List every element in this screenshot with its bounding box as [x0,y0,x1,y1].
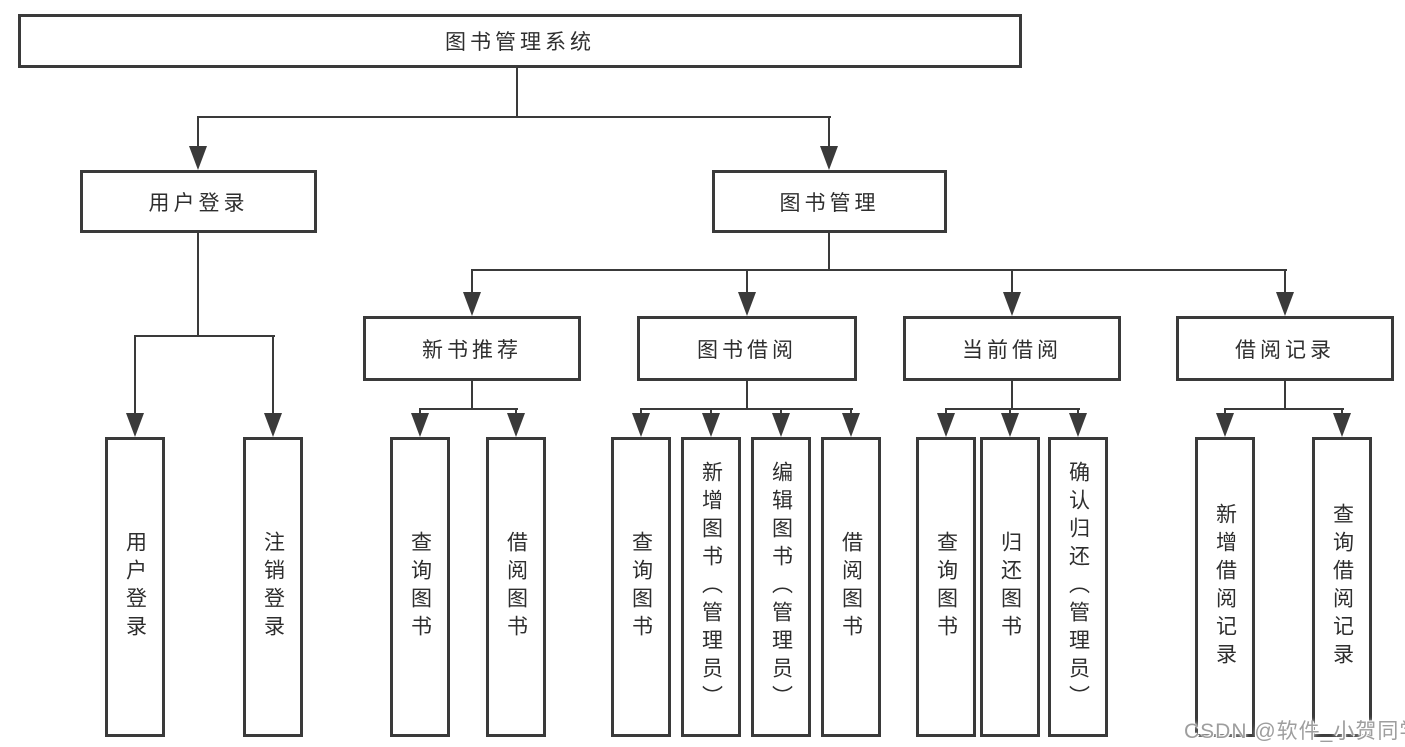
connector-stem [1284,269,1286,295]
arrowhead-down-icon [1276,292,1294,316]
leaf-borrow-books-borrowing: 借阅图书 [821,437,881,737]
arrowhead-down-icon [738,292,756,316]
connector-stem [1284,381,1286,410]
connector-stem [1011,269,1013,295]
connector-stem [1341,408,1343,416]
arrowhead-down-icon [463,292,481,316]
arrowhead-down-icon [772,413,790,437]
arrowhead-down-icon [1003,292,1021,316]
connector-stem [828,233,830,271]
arrowhead-down-icon [411,413,429,437]
connector-stem [134,335,136,415]
node-user-login: 用户登录 [80,170,317,233]
node-book-management: 图书管理 [712,170,947,233]
connector-stem [419,408,421,416]
arrowhead-down-icon [1001,413,1019,437]
leaf-query-borrow-record: 查询借阅记录 [1312,437,1372,737]
connector-bus [1224,408,1344,410]
arrowhead-down-icon [1216,413,1234,437]
connector-stem [1009,408,1011,416]
connector-stem [945,408,947,416]
connector-stem [471,269,473,295]
connector-stem [1077,408,1079,416]
connector-level2-bus [197,116,831,118]
leaf-add-borrow-record: 新增借阅记录 [1195,437,1255,737]
connector-stem [515,408,517,416]
node-current-borrowing: 当前借阅 [903,316,1121,381]
arrowhead-down-icon [632,413,650,437]
leaf-edit-book-admin: 编辑图书（管理员） [751,437,811,737]
leaf-confirm-return-admin: 确认归还（管理员） [1048,437,1108,737]
arrowhead-down-icon [189,146,207,170]
node-root-system: 图书管理系统 [18,14,1022,68]
node-new-book-recommend: 新书推荐 [363,316,581,381]
leaf-add-book-admin: 新增图书（管理员） [681,437,741,737]
leaf-query-books-current: 查询图书 [916,437,976,737]
arrowhead-down-icon [1069,413,1087,437]
connector-stem [780,408,782,416]
connector-bus [945,408,1080,410]
leaf-borrow-books-recommend: 借阅图书 [486,437,546,737]
connector-stem [828,116,830,148]
connector-level3-bus [471,269,1287,271]
leaf-user-login: 用户登录 [105,437,165,737]
arrowhead-down-icon [507,413,525,437]
arrowhead-down-icon [264,413,282,437]
arrowhead-down-icon [937,413,955,437]
leaf-logout: 注销登录 [243,437,303,737]
connector-bus [134,335,275,337]
node-borrowing-records: 借阅记录 [1176,316,1394,381]
leaf-return-book: 归还图书 [980,437,1040,737]
connector-stem [1011,381,1013,410]
arrowhead-down-icon [820,146,838,170]
connector-stem [197,233,199,336]
connector-bus [419,408,518,410]
arrowhead-down-icon [126,413,144,437]
node-book-borrowing: 图书借阅 [637,316,857,381]
leaf-query-books-recommend: 查询图书 [390,437,450,737]
connector-bus [640,408,853,410]
connector-stem [710,408,712,416]
connector-stem [471,381,473,410]
arrowhead-down-icon [1333,413,1351,437]
arrowhead-down-icon [842,413,860,437]
leaf-query-books-borrowing: 查询图书 [611,437,671,737]
connector-stem [850,408,852,416]
connector-root-stem [516,66,518,118]
connector-stem [197,116,199,148]
csdn-watermark: CSDN @软件_小贺同学 [1184,720,1405,743]
connector-stem [746,269,748,295]
arrowhead-down-icon [702,413,720,437]
connector-stem [746,381,748,410]
connector-stem [272,335,274,415]
connector-stem [1224,408,1226,416]
connector-stem [640,408,642,416]
